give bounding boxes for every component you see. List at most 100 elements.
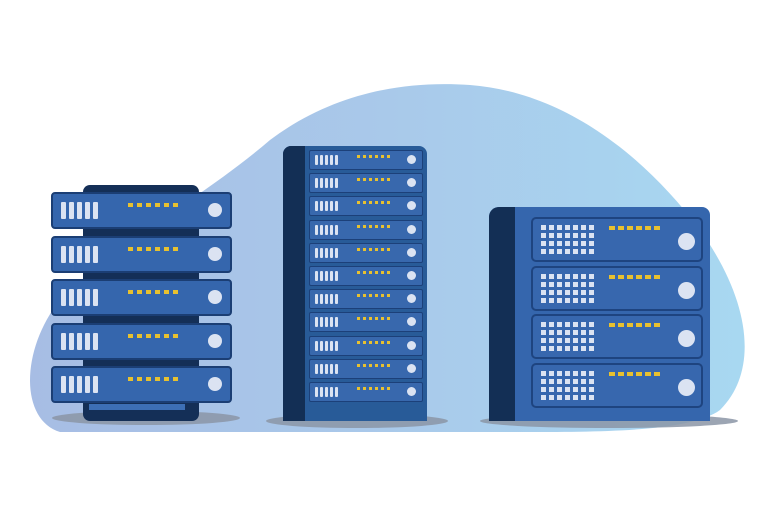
led-indicator — [363, 294, 366, 298]
vent-bars-icon — [315, 294, 338, 305]
vent-grid-icon — [541, 273, 594, 303]
led-indicator — [357, 387, 360, 390]
vent-cell — [589, 370, 594, 376]
rack-unit — [309, 358, 423, 379]
led-indicator — [164, 333, 169, 338]
vent-cell — [549, 386, 554, 392]
vent-bar — [335, 247, 338, 258]
blade-unit — [531, 362, 703, 408]
led-indicator — [137, 333, 142, 338]
vent-cell — [565, 297, 570, 303]
vent-cell — [589, 386, 594, 392]
led-indicator — [387, 201, 390, 205]
vent-bar — [330, 247, 333, 258]
vent-cell — [581, 378, 586, 384]
led-indicator — [645, 226, 651, 230]
vent-grid-icon — [541, 370, 594, 400]
led-indicator — [363, 271, 366, 274]
vent-cell — [549, 378, 554, 384]
vent-bar — [315, 317, 318, 328]
vent-bars-icon — [61, 245, 98, 263]
power-button-icon — [678, 233, 695, 250]
led-indicator — [164, 246, 169, 251]
vent-bar — [69, 332, 74, 350]
led-indicator — [155, 246, 160, 251]
rack-unit — [309, 242, 423, 263]
vent-cell — [573, 249, 578, 254]
vent-bar — [61, 332, 66, 350]
vent-bars-icon — [61, 289, 98, 306]
power-button-icon — [208, 377, 222, 391]
vent-bar — [325, 178, 328, 189]
vent-cell — [581, 386, 586, 392]
vent-bar — [93, 289, 98, 306]
led-indicator — [375, 155, 378, 158]
vent-bar — [77, 245, 82, 263]
vent-cell — [589, 330, 594, 335]
led-indicator — [645, 371, 651, 376]
vent-bar — [335, 271, 338, 281]
led-indicator — [357, 340, 360, 344]
vent-bar — [315, 340, 318, 351]
vent-bars-icon — [315, 317, 338, 328]
rack-unit — [309, 289, 423, 310]
vent-cell — [573, 346, 578, 351]
rack-unit — [309, 219, 423, 240]
vent-cell — [549, 249, 554, 254]
vent-bar — [61, 245, 66, 263]
led-indicator — [357, 271, 360, 274]
vent-bar — [330, 224, 333, 235]
vent-cell — [541, 386, 546, 392]
led-indicator — [363, 317, 366, 321]
blade-chassis-side-panel — [489, 207, 515, 421]
vent-cell — [565, 322, 570, 327]
vent-bar — [335, 201, 338, 212]
power-button-icon — [407, 317, 416, 327]
led-indicator — [357, 178, 360, 182]
status-leds — [357, 271, 390, 274]
vent-cell — [573, 297, 578, 303]
vent-cell — [565, 378, 570, 384]
vent-cell — [573, 386, 578, 392]
led-indicator — [369, 294, 372, 298]
led-indicator — [381, 224, 384, 228]
vent-bar — [315, 271, 318, 281]
vent-bars-icon — [315, 387, 338, 397]
led-indicator — [146, 377, 151, 381]
rack-unit — [309, 196, 423, 217]
led-indicator — [155, 377, 160, 381]
vent-cell — [581, 249, 586, 254]
vent-cell — [541, 281, 546, 287]
led-indicator — [387, 271, 390, 274]
status-leds — [609, 274, 660, 279]
vent-cell — [589, 281, 594, 287]
vent-bar — [335, 363, 338, 374]
vent-cell — [541, 378, 546, 384]
led-indicator — [387, 178, 390, 182]
server-unit — [51, 235, 232, 273]
led-indicator — [618, 323, 624, 327]
vent-bar — [85, 332, 90, 350]
vent-cell — [581, 233, 586, 238]
vent-cell — [573, 394, 578, 400]
led-indicator — [146, 246, 151, 251]
led-indicator — [387, 247, 390, 251]
vent-cell — [541, 289, 546, 295]
vent-cell — [541, 370, 546, 376]
vent-cell — [573, 289, 578, 295]
power-button-icon — [407, 247, 416, 257]
led-indicator — [155, 290, 160, 294]
led-indicator — [375, 363, 378, 367]
vent-cell — [549, 281, 554, 287]
rack-unit — [309, 382, 423, 402]
vent-cell — [549, 346, 554, 351]
vent-bar — [320, 247, 323, 258]
vent-bar — [315, 294, 318, 305]
vent-cell — [573, 322, 578, 327]
power-button-icon — [407, 201, 416, 211]
led-indicator — [387, 224, 390, 228]
status-leds — [357, 340, 390, 344]
vent-cell — [581, 330, 586, 335]
led-indicator — [363, 178, 366, 182]
vent-cell — [565, 273, 570, 279]
